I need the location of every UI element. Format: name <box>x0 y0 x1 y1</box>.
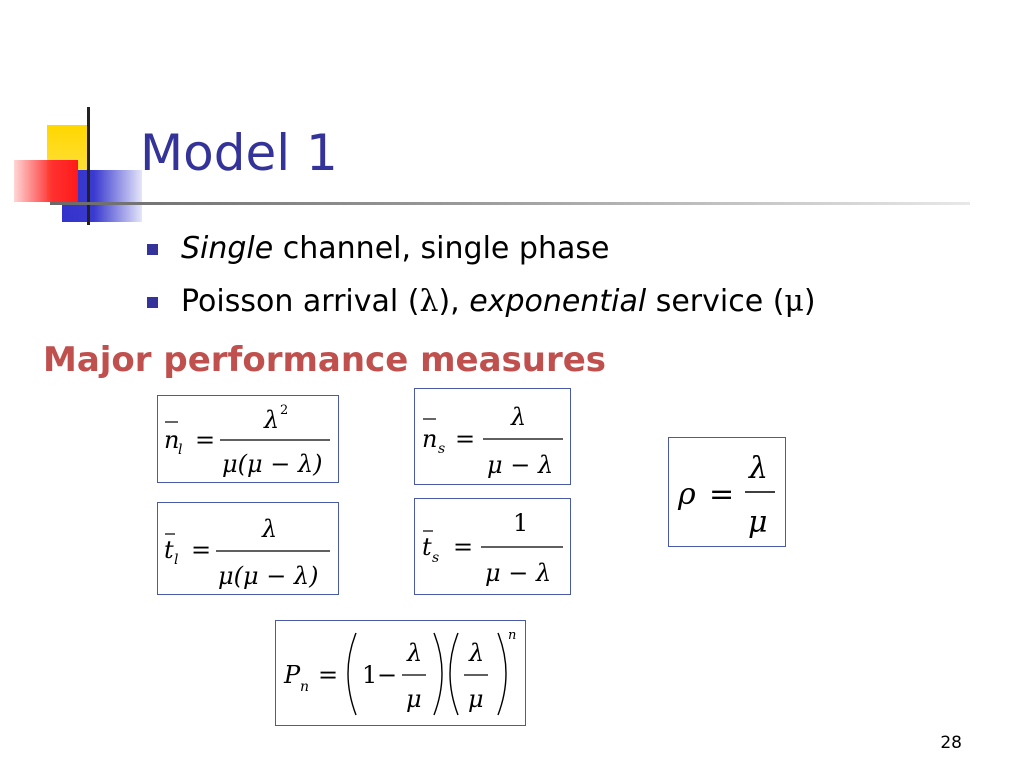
formula-denominator: μ(μ − λ) <box>222 450 323 478</box>
formula-minus: − <box>377 661 397 689</box>
bullet-text: Poisson arrival ( <box>181 284 420 319</box>
formula-numerator: 1 <box>513 509 528 537</box>
formula-box-ns: n s = λ μ − λ <box>414 388 571 485</box>
page-number: 28 <box>940 733 962 753</box>
formula-lhs: n <box>422 425 437 453</box>
square-bullet-icon <box>147 297 158 308</box>
formula-equals: = <box>455 425 475 453</box>
formula-subscript: n <box>300 679 309 695</box>
formula-one: 1 <box>362 661 377 689</box>
bullet-list: Single channel, single phase Poisson arr… <box>145 222 816 328</box>
bullet-italic-text: Single <box>181 231 274 266</box>
formula-subscript: l <box>178 442 182 458</box>
formula-denominator: μ <box>748 505 768 540</box>
formula-lhs: ρ <box>677 477 696 512</box>
formula-box-nl: n l = λ 2 μ(μ − λ) <box>157 395 339 483</box>
title-underline <box>50 202 970 205</box>
bullet-text: service ( <box>646 284 785 319</box>
formula-superscript: 2 <box>280 403 288 418</box>
formula-lhs: t <box>422 533 432 561</box>
formula-lhs: t <box>164 536 174 564</box>
formula-equals: = <box>195 426 215 454</box>
formula-numerator: λ <box>406 639 422 667</box>
title-decoration <box>0 105 150 230</box>
decoration-vertical-line <box>87 107 90 225</box>
formula-equals: = <box>453 533 473 561</box>
formula-numerator: λ <box>261 515 277 543</box>
formula-numerator: λ <box>510 403 526 431</box>
section-heading: Major performance measures <box>43 340 607 380</box>
slide-title: Model 1 <box>140 124 338 182</box>
formula-box-tl: t l = λ μ(μ − λ) <box>157 502 339 595</box>
mu-symbol: μ <box>784 284 804 319</box>
bullet-text: channel, single phase <box>273 231 610 266</box>
formula-lhs: P <box>283 661 301 689</box>
lambda-symbol: λ <box>419 284 439 319</box>
formula-superscript: n <box>508 628 516 643</box>
bullet-item: Single channel, single phase <box>145 222 816 275</box>
bullet-item: Poisson arrival (λ), exponential service… <box>145 275 816 328</box>
formula-subscript: s <box>438 441 445 457</box>
formula-equals: = <box>191 536 211 564</box>
formula-subscript: l <box>174 552 178 568</box>
formula-box-pn: P n = 1 − λ μ λ μ n <box>275 620 526 726</box>
formula-denominator: μ − λ <box>487 451 553 479</box>
square-bullet-icon <box>147 244 158 255</box>
bullet-text: ), <box>438 284 470 319</box>
bullet-text: ) <box>803 284 816 319</box>
formula-lhs: n <box>164 426 179 454</box>
formula-numerator: λ <box>263 406 279 434</box>
formula-denominator: μ(μ − λ) <box>218 562 319 590</box>
formula-denominator: μ − λ <box>485 559 551 587</box>
formula-numerator-2: λ <box>468 639 484 667</box>
formula-denominator: μ <box>406 685 422 713</box>
formula-denominator-2: μ <box>468 685 484 713</box>
bullet-italic-text: exponential <box>469 284 647 319</box>
formula-numerator: λ <box>748 451 768 486</box>
formula-box-rho: ρ = λ μ <box>668 437 786 547</box>
decoration-red-square <box>14 160 78 202</box>
formula-equals: = <box>709 477 734 512</box>
formula-box-ts: t s = 1 μ − λ <box>414 498 571 595</box>
formula-subscript: s <box>432 550 439 566</box>
formula-equals: = <box>318 661 338 689</box>
